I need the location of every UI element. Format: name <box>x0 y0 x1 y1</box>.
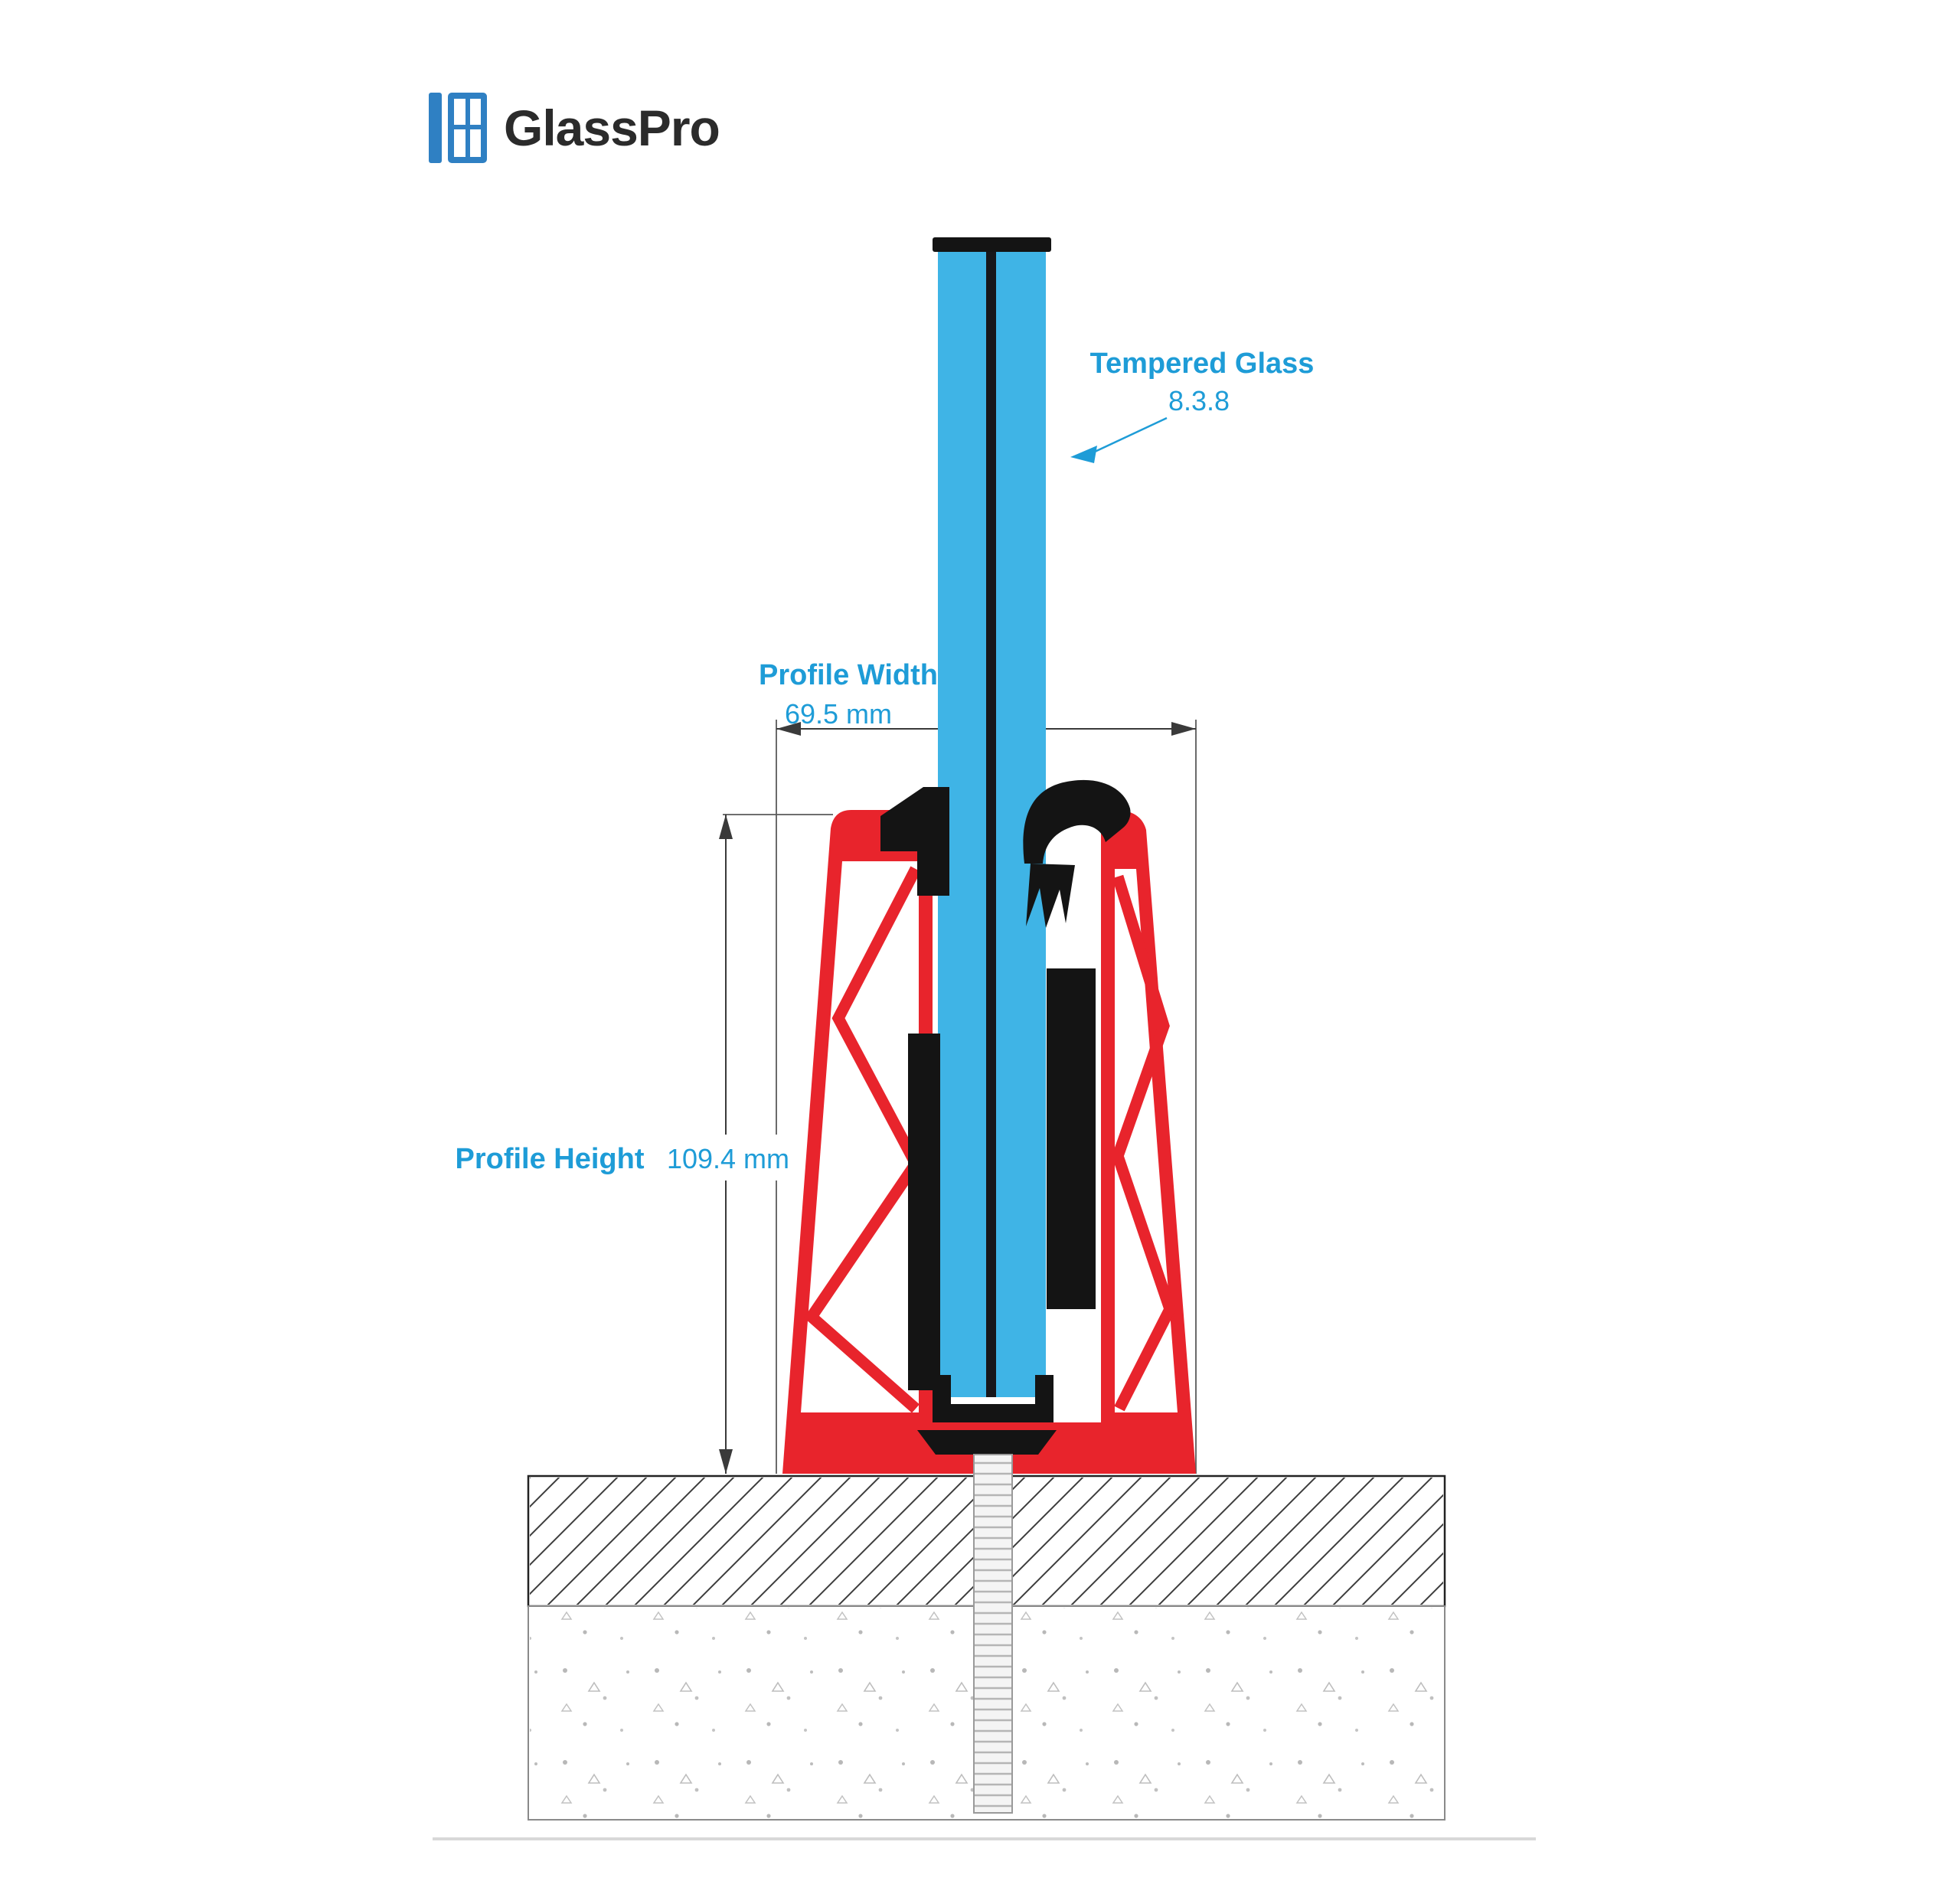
profile-width-label: Profile Width <box>759 659 938 691</box>
glass-interlayer <box>986 251 996 1397</box>
tempered-glass-leader-line <box>1094 416 1168 453</box>
glass-top-cap <box>933 237 1051 252</box>
tempered-glass-arrow <box>1070 446 1097 463</box>
brand-name: GlassPro <box>504 100 720 156</box>
window-icon <box>429 93 487 163</box>
glass-support-shoe <box>933 1375 1054 1422</box>
left-web-cutouts <box>801 861 919 1412</box>
profile-height-value: 109.4 mm <box>667 1143 789 1174</box>
profile-height-label: Profile Height <box>455 1143 644 1175</box>
width-arrow-right <box>1171 722 1196 736</box>
footer-divider <box>433 1837 1536 1840</box>
gasket-right <box>1023 779 1131 864</box>
setting-block-left <box>908 1034 940 1390</box>
gasket-left <box>880 787 949 896</box>
width-arrow-left <box>776 722 801 736</box>
height-arrow-top <box>719 815 733 839</box>
tempered-glass-value: 8.3.8 <box>1168 385 1230 416</box>
profile-width-value: 69.5 mm <box>785 698 892 730</box>
height-arrow-bottom <box>719 1449 733 1474</box>
gasket-right-fingers <box>1026 864 1075 928</box>
anchor-rod-threads <box>975 1456 1011 1811</box>
right-web-ribs <box>1112 874 1177 1412</box>
tempered-glass-label: Tempered Glass <box>1090 348 1315 380</box>
anchor-rod <box>973 1454 1013 1814</box>
setting-block-right <box>1047 968 1096 1309</box>
height-value-backing <box>655 1135 801 1181</box>
tempered-glass-callout: Tempered Glass 8.3.8 <box>1070 348 1314 463</box>
fixing-screw-head <box>917 1430 1057 1455</box>
logo: GlassPro <box>429 90 720 165</box>
